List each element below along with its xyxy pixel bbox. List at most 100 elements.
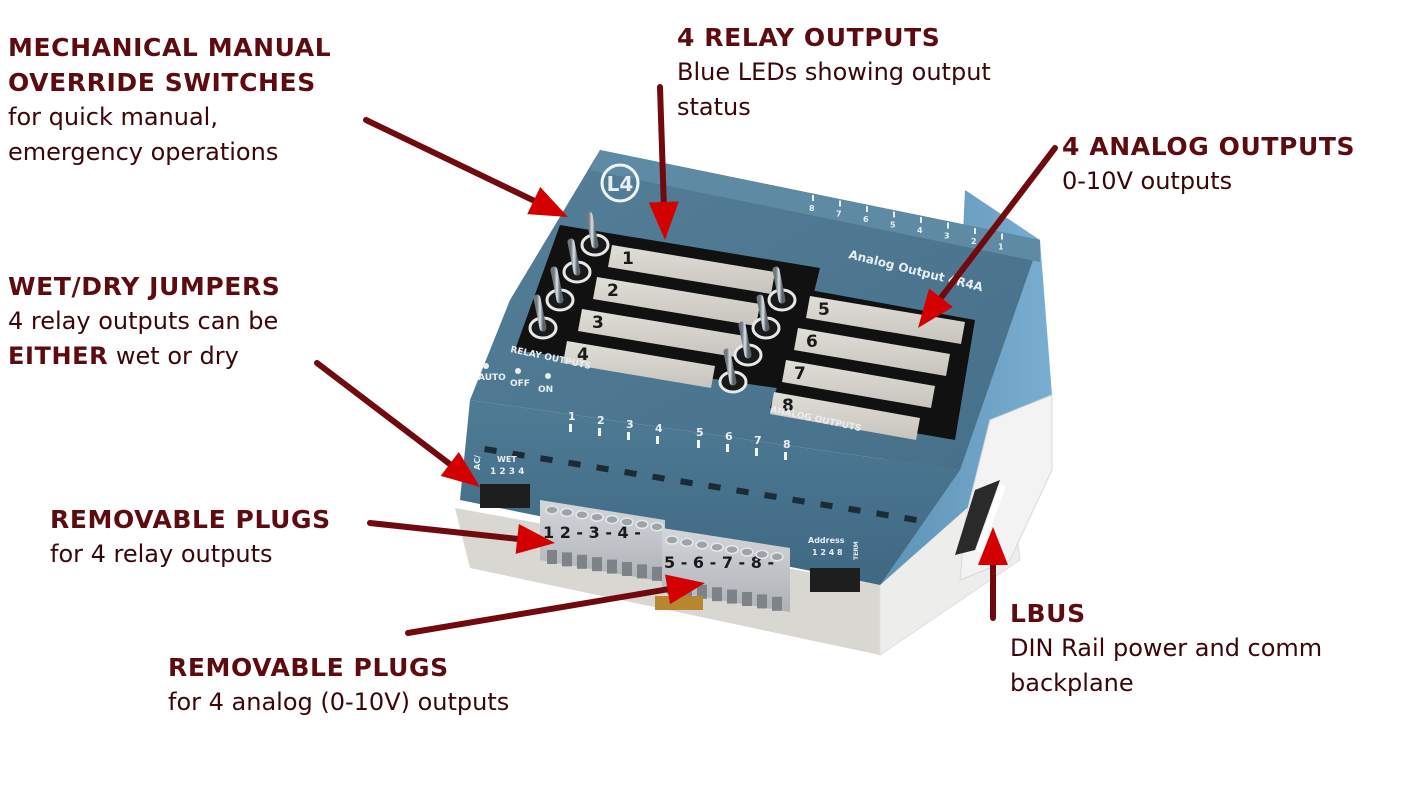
status-led-number: 8 (783, 438, 791, 451)
svg-text:Address: Address (808, 536, 845, 545)
callout-title: 4 ANALOG OUTPUTS (1062, 132, 1356, 161)
status-led (598, 428, 601, 436)
terminal-screw (665, 535, 679, 545)
relay-channel-number: 3 (592, 313, 604, 333)
status-led-number: 6 (725, 430, 733, 443)
analog-label-strip: 5 (806, 296, 965, 344)
callout-analog-outputs: 4 ANALOG OUTPUTS 0-10V outputs (1062, 129, 1355, 199)
switch-legend: AUTO OFF ON (478, 363, 553, 395)
terminal-screw (560, 507, 574, 518)
status-led-number: 2 (597, 414, 605, 427)
top-led (974, 228, 976, 234)
top-led (893, 211, 895, 218)
housing-front (460, 400, 960, 585)
status-led-number: 1 (568, 410, 576, 423)
vent-slot (876, 510, 889, 519)
housing-top-ridge (590, 150, 1040, 262)
analog-channel-number: 8 (782, 396, 794, 416)
relay-label-strip: 3 (578, 309, 745, 358)
terminal-slot (682, 582, 692, 597)
terminal-slot (637, 564, 647, 579)
vent-slot (652, 473, 665, 482)
vent-slot (904, 515, 917, 523)
analog-channel-number: 7 (794, 364, 806, 384)
callout-title: OVERRIDE SWITCHES (8, 68, 316, 97)
status-led (627, 432, 630, 440)
override-toggle-switch[interactable] (580, 211, 610, 257)
switch-pos-on: ON (538, 385, 553, 395)
analog-channel-number: 6 (806, 332, 818, 352)
top-led (1001, 233, 1003, 240)
callout-desc: backplane (1010, 669, 1134, 697)
callout-desc: Blue LEDs showing output (677, 58, 991, 86)
callout-desc: DIN Rail power and comm (1010, 634, 1323, 662)
top-led-number: 2 (971, 237, 977, 246)
callout-desc: for 4 relay outputs (50, 540, 273, 568)
vent-slot (624, 469, 637, 477)
terminal-slot (667, 580, 677, 594)
top-led (947, 222, 949, 229)
terminal-screw (575, 510, 589, 520)
status-led-number: 7 (754, 434, 762, 447)
top-led (812, 195, 814, 201)
callout-analog-plugs: REMOVABLE PLUGS for 4 analog (0-10V) out… (168, 650, 509, 720)
top-led (920, 217, 922, 223)
override-toggle-switch[interactable] (767, 266, 797, 312)
callout-desc-line: EITHER wet or dry (8, 339, 280, 374)
callout-emphasis: EITHER (8, 342, 109, 370)
terminal-screw (755, 549, 769, 560)
relay-label-strip: 4 (563, 341, 715, 388)
vent-slot (680, 478, 693, 487)
override-toggle-switch[interactable] (562, 238, 592, 284)
top-led-number: 8 (809, 204, 815, 213)
callout-desc: for 4 analog (0-10V) outputs (168, 688, 510, 716)
relay-plug: 1 2 - 3 - 4 - (540, 500, 665, 582)
status-led (784, 452, 787, 460)
callout-wet-dry-jumpers: WET/DRY JUMPERS 4 relay outputs can be E… (8, 269, 280, 374)
relay-label-strip: 2 (593, 277, 760, 326)
terminal-screw (545, 505, 559, 515)
top-led-number: 3 (944, 232, 950, 241)
analog-label-strip: 8 (770, 392, 920, 440)
callout-desc: for quick manual, (8, 103, 218, 131)
override-toggle-switch[interactable] (545, 266, 575, 312)
svg-text:WET: WET (497, 455, 517, 464)
vent-slot (540, 455, 553, 464)
terminal-slot (592, 557, 602, 572)
terminal-screw (680, 537, 694, 548)
svg-text:1 2 4 8: 1 2 4 8 (812, 548, 843, 557)
relay-channel-number: 1 (622, 249, 634, 269)
override-toggle-switch[interactable] (733, 321, 763, 367)
terminal-screw (605, 514, 619, 525)
override-toggle-switch[interactable] (751, 294, 781, 340)
top-led-number: 4 (917, 226, 923, 235)
override-toggle-switch[interactable] (528, 294, 558, 340)
callout-lbus: LBUS DIN Rail power and comm backplane (1010, 596, 1322, 701)
vent-slot (568, 459, 581, 468)
relay-channel-number: 2 (607, 281, 619, 301)
terminal-screw (650, 522, 664, 532)
terminal-slot (652, 566, 662, 581)
analog-label-strip: 6 (794, 328, 950, 376)
vent-slot (736, 487, 749, 496)
relay-channel-number: 4 (577, 345, 589, 365)
top-led (866, 206, 868, 212)
callout-desc: status (677, 93, 751, 121)
terminal-slot (562, 552, 572, 567)
top-led (839, 200, 841, 207)
terminal-slot (577, 554, 587, 569)
terminal-screw (590, 512, 604, 522)
callout-desc: emergency operations (8, 138, 279, 166)
callout-manual-override: MECHANICAL MANUAL OVERRIDE SWITCHES for … (8, 30, 331, 170)
override-toggle-switch[interactable] (718, 348, 748, 394)
callout-relay-outputs: 4 RELAY OUTPUTS Blue LEDs showing output… (677, 20, 991, 125)
terminal-slot (547, 550, 557, 564)
callout-desc: 0-10V outputs (1062, 167, 1233, 195)
callout-title: REMOVABLE PLUGS (168, 653, 449, 682)
terminal-slot (772, 596, 782, 611)
logo: L4 (600, 163, 640, 203)
terminal-screw (620, 517, 634, 527)
status-led (755, 448, 758, 456)
terminal-screw (710, 542, 724, 552)
